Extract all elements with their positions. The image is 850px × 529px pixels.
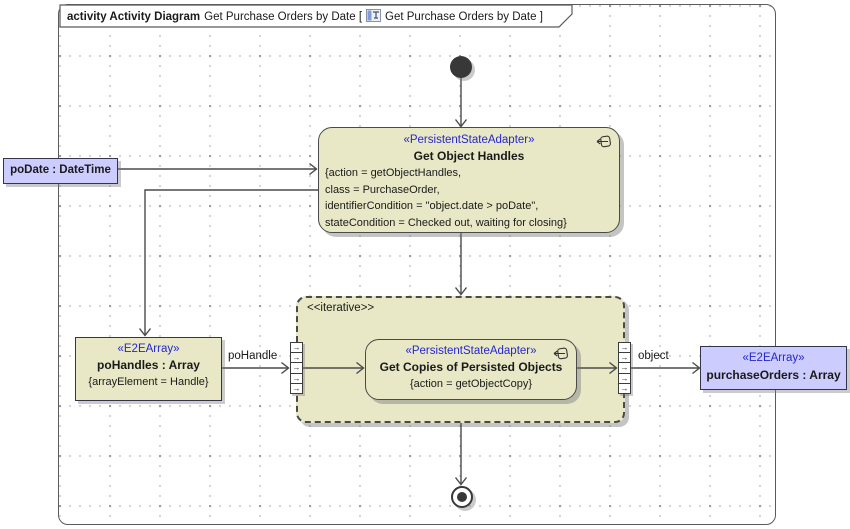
- edge-label-object: object: [638, 350, 669, 362]
- object-node-purchaseorders[interactable]: «E2EArray» purchaseOrders : Array: [700, 346, 847, 390]
- edge-label-pohandle: poHandle: [228, 350, 278, 362]
- expansion-arrow-icon: →: [292, 343, 301, 352]
- stereotype-label: «PersistentStateAdapter»: [405, 345, 537, 357]
- object-name: poDate : DateTime: [10, 164, 111, 176]
- frame-title-tab: [59, 4, 573, 28]
- property-line: stateCondition = Checked out, waiting fo…: [325, 216, 567, 229]
- activity-final-node[interactable]: [451, 486, 473, 508]
- activity-diagram-icon: [366, 9, 382, 25]
- property-line: {action = getObjectCopy}: [410, 378, 532, 390]
- action-get-copies[interactable]: «PersistentStateAdapter» Get Copies of P…: [365, 339, 577, 400]
- frame-title: activity Activity Diagram Get Purchase O…: [67, 9, 543, 25]
- object-node-podate[interactable]: poDate : DateTime: [3, 158, 118, 184]
- expansion-arrow-icon: →: [620, 353, 629, 363]
- edge-gethandles-to-pohandles: [144, 189, 318, 335]
- initial-node[interactable]: [450, 56, 472, 78]
- object-name: poHandles : Array: [97, 358, 200, 372]
- action-properties: {action = getObjectHandles, class = Purc…: [319, 165, 619, 231]
- frame-title-keyword: activity Activity Diagram: [67, 11, 201, 23]
- action-get-object-handles[interactable]: «PersistentStateAdapter» Get Object Hand…: [318, 127, 620, 233]
- stereotype-label: «E2EArray»: [117, 343, 180, 355]
- action-name: Get Object Handles: [413, 149, 525, 163]
- expansion-arrow-icon: →: [620, 373, 629, 383]
- object-name: purchaseOrders : Array: [706, 368, 841, 382]
- activity-frame: [58, 4, 776, 525]
- action-name: Get Copies of Persisted Objects: [379, 360, 563, 374]
- frame-title-name: Get Purchase Orders by Date [: [204, 11, 363, 23]
- expansion-arrow-icon: →: [620, 363, 629, 373]
- property-line: {arrayElement = Handle}: [88, 376, 209, 388]
- property-line: identifierCondition = "object.date > poD…: [325, 200, 539, 212]
- persistent-state-adapter-icon: [551, 346, 569, 364]
- stereotype-label: «E2EArray»: [742, 352, 805, 364]
- property-line: {action = getObjectHandles,: [325, 167, 462, 179]
- expansion-arrow-icon: →: [292, 353, 301, 363]
- activity-final-dot: [457, 492, 467, 502]
- expansion-node-output[interactable]: → → → → →: [618, 342, 631, 394]
- stereotype-label: «PersistentStateAdapter»: [403, 134, 535, 146]
- expansion-arrow-icon: →: [620, 383, 629, 393]
- object-node-pohandles[interactable]: «E2EArray» poHandles : Array {arrayEleme…: [75, 337, 222, 401]
- property-line: class = PurchaseOrder,: [325, 183, 440, 196]
- expansion-arrow-icon: →: [292, 363, 301, 373]
- expansion-arrow-icon: →: [292, 383, 301, 393]
- expansion-arrow-icon: →: [292, 373, 301, 383]
- expansion-arrow-icon: →: [620, 343, 629, 352]
- expansion-node-input[interactable]: → → → → →: [290, 342, 303, 394]
- frame-title-diagram-ref: Get Purchase Orders by Date ]: [385, 11, 543, 23]
- region-keyword: <<iterative>>: [307, 302, 375, 314]
- persistent-state-adapter-icon: [594, 134, 612, 152]
